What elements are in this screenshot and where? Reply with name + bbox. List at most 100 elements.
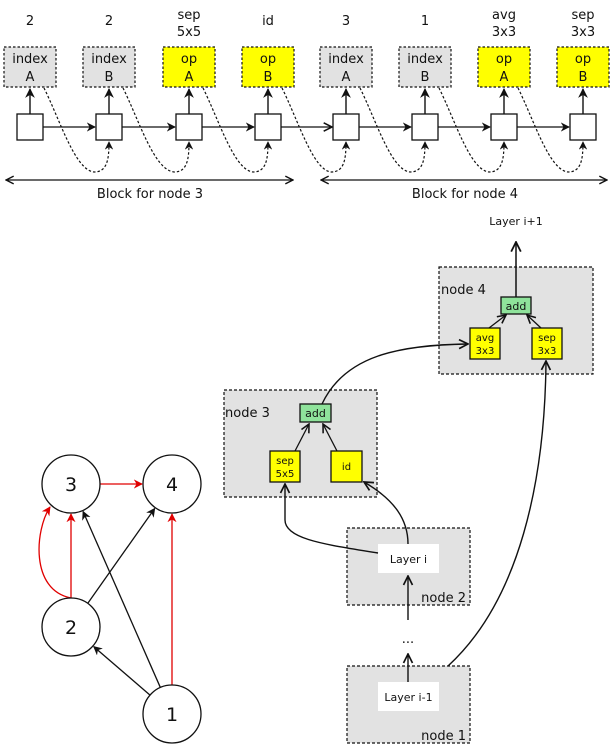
step-value-line2: 3x3 xyxy=(571,25,595,40)
step-value-line1: avg xyxy=(492,8,516,23)
step-value: id xyxy=(262,14,274,29)
dag-edge-curved xyxy=(38,506,72,599)
dag-node-1: 1 xyxy=(142,684,202,744)
step-decision-box xyxy=(319,46,373,88)
step-box-line1: op xyxy=(575,52,591,67)
step-box-line2: A xyxy=(342,70,351,85)
layer-i-box xyxy=(378,544,439,573)
edge-op-b-to-add-3 xyxy=(323,424,338,452)
step-decision-box xyxy=(3,46,57,88)
step-value: 1 xyxy=(421,14,429,29)
rnn-cell-box xyxy=(332,113,360,141)
feedback-dashed-arrow xyxy=(281,87,351,173)
dag-node-circle xyxy=(41,597,101,657)
feedback-dashed-arrow xyxy=(122,87,194,173)
node-3-add-label: add xyxy=(305,407,326,420)
node-4-title: node 4 xyxy=(441,283,486,298)
step-box-line2: A xyxy=(26,70,35,85)
dag-node-circle xyxy=(142,454,202,514)
step-box-line1: index xyxy=(12,52,48,67)
layer-i-1-label: Layer i-1 xyxy=(384,691,432,704)
node-4-op-b-line1: sep xyxy=(538,333,556,344)
node-4-op-a-line1: avg xyxy=(476,333,494,344)
node-3-op-a-box xyxy=(269,450,301,483)
rnn-cell-box xyxy=(175,113,203,141)
step-value-line2: 5x5 xyxy=(177,25,201,40)
node-3-op-a-line2: 5x5 xyxy=(276,469,295,480)
node-3-add-box xyxy=(299,403,332,423)
rnn-cell-box xyxy=(569,113,597,141)
step-decision-box xyxy=(82,46,136,88)
step-value: 3 xyxy=(342,14,350,29)
cell-node-4: node 4 add avg 3x3 sep 3x3 xyxy=(438,242,594,375)
step-decision-box xyxy=(477,46,531,88)
edge-op-a-to-add-3 xyxy=(294,424,309,452)
dag-node-circle xyxy=(41,454,101,514)
step-box-line1: op xyxy=(181,52,197,67)
node-4-op-b-line2: 3x3 xyxy=(538,346,557,357)
step-decision-box xyxy=(398,46,452,88)
dag-graph: 1 2 3 4 xyxy=(38,454,202,744)
layer-i-1-box xyxy=(378,682,439,711)
step-value: 2 xyxy=(26,14,34,29)
edge-add-3-to-node-4-op-a xyxy=(321,344,468,405)
dag-edge xyxy=(93,645,151,696)
edge-op-b-to-add-4 xyxy=(527,315,542,329)
controller-sequence: 2indexA2indexBsep5x5opAidopB3indexA1inde… xyxy=(3,8,610,173)
step-decision-box xyxy=(162,46,216,88)
step-box-line2: B xyxy=(421,70,430,85)
dag-node-4: 4 xyxy=(142,454,202,514)
node-2-title: node 2 xyxy=(421,591,466,606)
node-4-add-label: add xyxy=(506,300,527,313)
step-box-line1: index xyxy=(407,52,443,67)
node-4-op-a-line2: 3x3 xyxy=(476,346,495,357)
step-box-line2: A xyxy=(185,70,194,85)
layer-i-label: Layer i xyxy=(390,553,427,566)
dag-node-label: 1 xyxy=(166,704,178,726)
controller-step: sep 3x3 opB xyxy=(556,8,610,141)
step-box-line2: B xyxy=(579,70,588,85)
cell-node-3: node 3 add sep 5x5 id xyxy=(223,389,378,498)
rnn-cell-box xyxy=(411,113,439,141)
dag-node-circle xyxy=(142,684,202,744)
node-3-op-a-line1: sep xyxy=(276,456,294,467)
edge-op-a-to-add-4 xyxy=(488,315,506,329)
dag-node-2: 2 xyxy=(41,597,101,657)
node-3-op-b-line1: id xyxy=(342,462,351,473)
node-4-op-b-box xyxy=(531,327,563,360)
rnn-cell-box xyxy=(490,113,518,141)
edge-layer-i-to-id xyxy=(364,482,409,545)
step-box-line2: B xyxy=(105,70,114,85)
node-3-op-b-box xyxy=(330,450,363,483)
dag-edge xyxy=(87,507,156,604)
block-node-4-label: Block for node 4 xyxy=(412,187,518,202)
dag-node-label: 4 xyxy=(166,474,178,496)
step-box-line1: op xyxy=(496,52,512,67)
dag-node-3: 3 xyxy=(41,454,101,514)
dag-node-label: 3 xyxy=(65,474,77,496)
step-decision-box xyxy=(241,46,295,88)
block-node-3-label: Block for node 3 xyxy=(97,187,203,202)
step-decision-box xyxy=(556,46,610,88)
step-box-line1: op xyxy=(260,52,276,67)
dag-node-label: 2 xyxy=(65,617,77,639)
rnn-cell-box xyxy=(254,113,282,141)
step-box-line2: A xyxy=(500,70,509,85)
edge-layer-i-1-to-sep3x3 xyxy=(447,361,546,667)
node-3-title: node 3 xyxy=(225,406,270,421)
dag-edge xyxy=(82,510,161,688)
node-4-op-a-box xyxy=(469,327,501,360)
step-value-line1: sep xyxy=(571,8,594,23)
ellipsis-label: ... xyxy=(402,632,414,647)
node-1-title: node 1 xyxy=(421,729,466,744)
output-layer-label: Layer i+1 xyxy=(489,215,542,228)
step-box-line1: index xyxy=(328,52,364,67)
step-value: 2 xyxy=(105,14,113,29)
